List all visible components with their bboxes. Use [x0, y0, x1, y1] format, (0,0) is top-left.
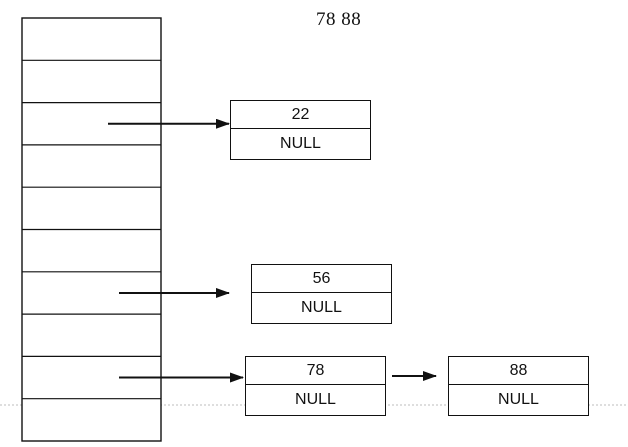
node-next-pointer: NULL: [295, 391, 336, 408]
hash-table-array: [21, 17, 162, 442]
node-value: 88: [449, 357, 588, 385]
node-value: 22: [231, 101, 370, 129]
node-78: 78 NULL: [245, 356, 386, 416]
edge-layer: [108, 118, 437, 383]
node-next-pointer: NULL: [498, 391, 539, 408]
node-value: 56: [252, 265, 391, 293]
node-next-pointer: NULL: [280, 135, 321, 152]
node-next-pointer: NULL: [301, 299, 342, 316]
node-56: 56 NULL: [251, 264, 392, 324]
node-22: 22 NULL: [230, 100, 371, 160]
header-text: 78 88: [316, 9, 362, 30]
node-value: 78: [246, 357, 385, 385]
node-88: 88 NULL: [448, 356, 589, 416]
slot-dividers: [22, 59, 161, 400]
